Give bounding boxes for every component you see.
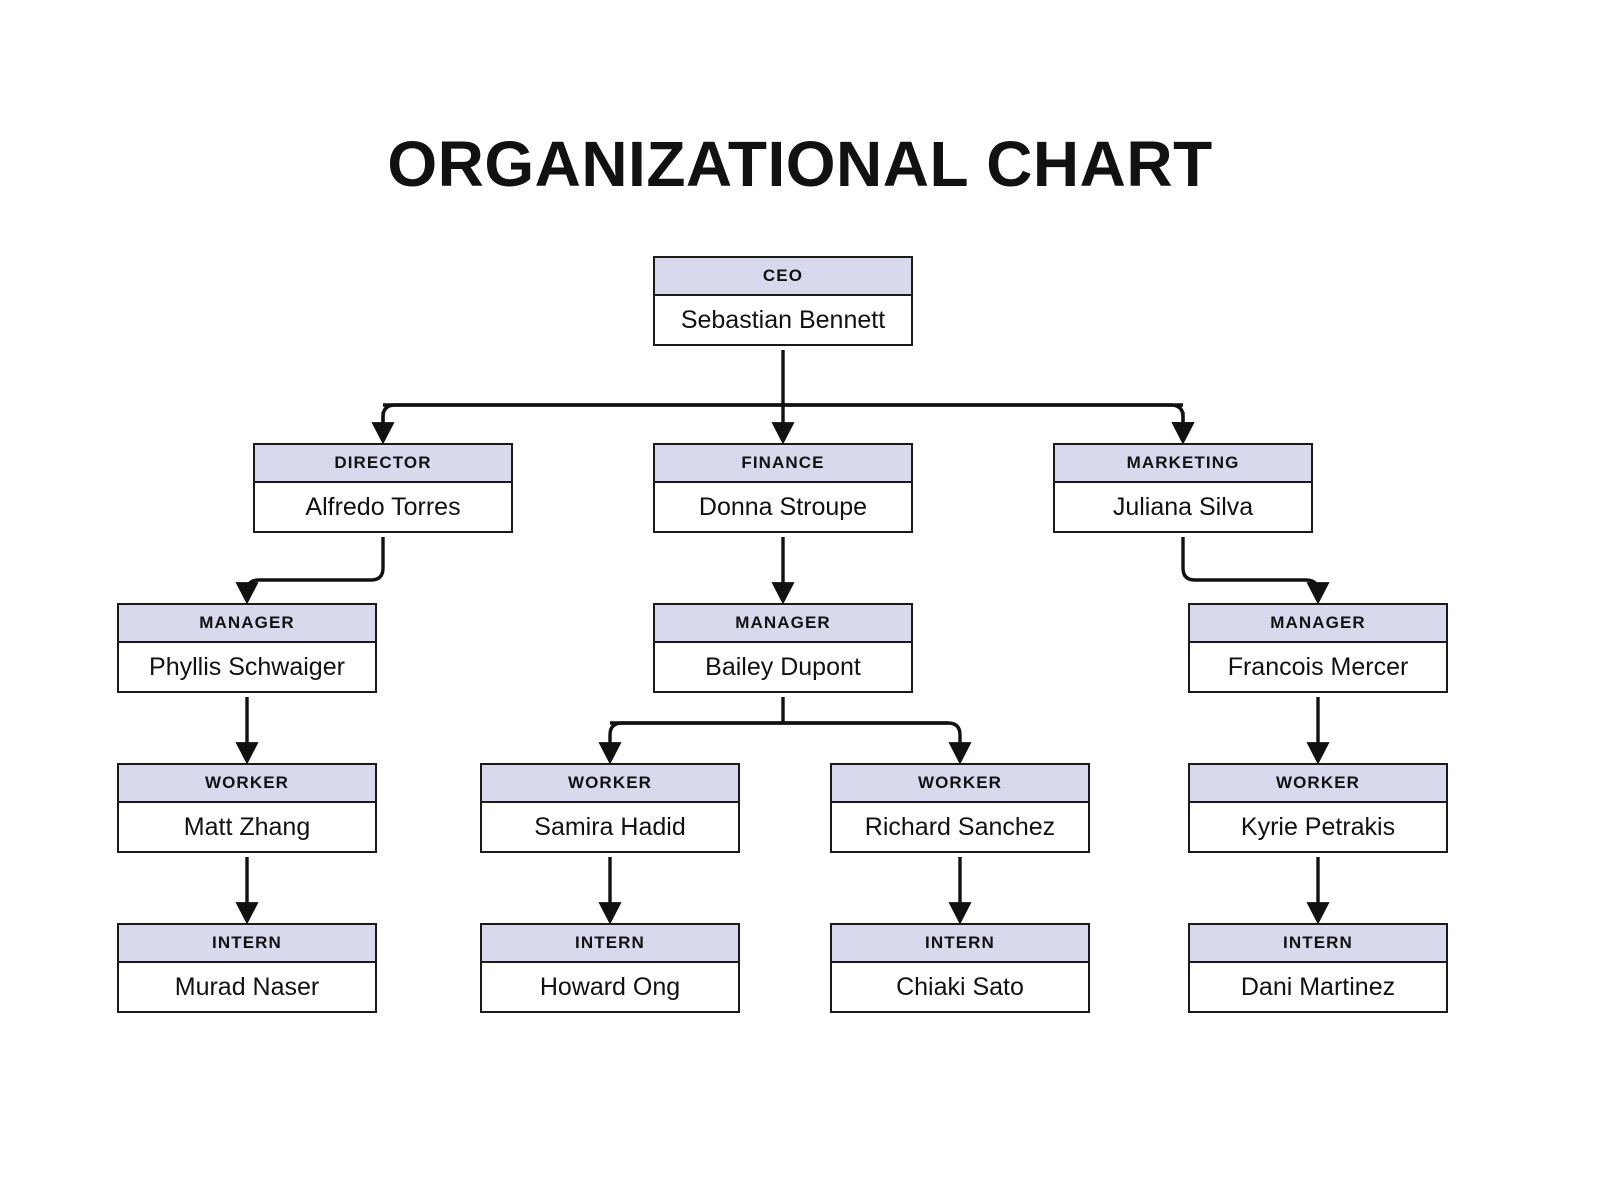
connector-manager-b-to-worker-c [783,721,972,765]
node-intern-a[interactable]: INTERN Murad Naser [117,923,377,1013]
node-person-name: Sebastian Bennett [655,296,911,344]
node-worker-c[interactable]: WORKER Richard Sanchez [830,763,1090,853]
node-person-name: Kyrie Petrakis [1190,803,1446,851]
node-intern-b[interactable]: INTERN Howard Ong [480,923,740,1013]
node-director[interactable]: DIRECTOR Alfredo Torres [253,443,513,533]
node-worker-d[interactable]: WORKER Kyrie Petrakis [1188,763,1448,853]
node-role-label: WORKER [832,765,1088,803]
connector-marketing-to-manager-d [1181,537,1330,605]
connector-manager-b-to-worker-b [598,721,783,765]
page-title: ORGANIZATIONAL CHART [387,128,1213,200]
node-marketing[interactable]: MARKETING Juliana Silva [1053,443,1313,533]
node-person-name: Francois Mercer [1190,643,1446,691]
node-role-label: WORKER [1190,765,1446,803]
node-person-name: Dani Martinez [1190,963,1446,1011]
node-person-name: Phyllis Schwaiger [119,643,375,691]
node-role-label: INTERN [119,925,375,963]
node-finance[interactable]: FINANCE Donna Stroupe [653,443,913,533]
node-role-label: MANAGER [119,605,375,643]
node-manager-b[interactable]: MANAGER Bailey Dupont [653,603,913,693]
node-manager-d[interactable]: MANAGER Francois Mercer [1188,603,1448,693]
node-role-label: WORKER [482,765,738,803]
node-worker-b[interactable]: WORKER Samira Hadid [480,763,740,853]
node-role-label: MANAGER [1190,605,1446,643]
connector-ceo-bus [381,403,1195,445]
node-person-name: Samira Hadid [482,803,738,851]
node-person-name: Juliana Silva [1055,483,1311,531]
node-person-name: Bailey Dupont [655,643,911,691]
node-role-label: INTERN [1190,925,1446,963]
node-role-label: FINANCE [655,445,911,483]
node-person-name: Alfredo Torres [255,483,511,531]
node-person-name: Murad Naser [119,963,375,1011]
node-intern-c[interactable]: INTERN Chiaki Sato [830,923,1090,1013]
node-person-name: Richard Sanchez [832,803,1088,851]
node-worker-a[interactable]: WORKER Matt Zhang [117,763,377,853]
node-person-name: Howard Ong [482,963,738,1011]
node-manager-a[interactable]: MANAGER Phyllis Schwaiger [117,603,377,693]
node-role-label: WORKER [119,765,375,803]
node-role-label: INTERN [832,925,1088,963]
node-role-label: INTERN [482,925,738,963]
node-role-label: CEO [655,258,911,296]
node-person-name: Matt Zhang [119,803,375,851]
node-ceo[interactable]: CEO Sebastian Bennett [653,256,913,346]
node-role-label: MARKETING [1055,445,1311,483]
node-role-label: MANAGER [655,605,911,643]
connector-director-to-manager-a [235,537,385,605]
node-role-label: DIRECTOR [255,445,511,483]
node-intern-d[interactable]: INTERN Dani Martinez [1188,923,1448,1013]
node-person-name: Chiaki Sato [832,963,1088,1011]
node-person-name: Donna Stroupe [655,483,911,531]
